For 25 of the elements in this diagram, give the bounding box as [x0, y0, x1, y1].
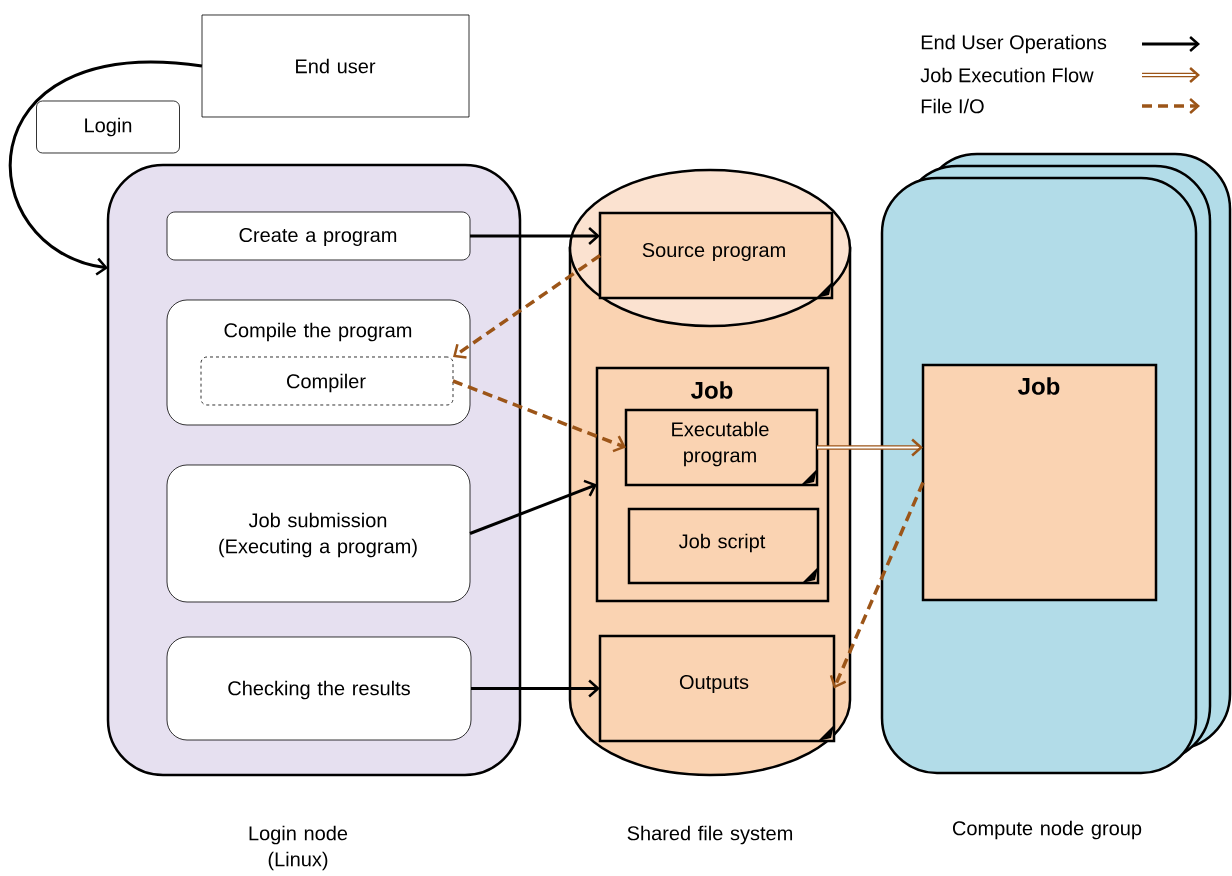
legend-text: Job Execution Flow: [920, 67, 1094, 83]
step-box: Checking the results: [166, 636, 472, 741]
edge-label: Login: [36, 100, 180, 154]
document-box: Job script: [627, 507, 820, 585]
node-label: Shared file system: [627, 825, 793, 845]
arrow: [471, 679, 600, 698]
document-box: Outputs: [598, 634, 836, 743]
job-box: Job: [921, 363, 1158, 602]
arrow: [829, 481, 925, 689]
arrow: [470, 227, 600, 245]
document-box: Executable program: [624, 408, 819, 487]
step-box: Create a program: [166, 211, 471, 261]
legend-text: End User Operations: [921, 34, 1107, 54]
arrow: [469, 479, 597, 535]
arrow: [9, 60, 203, 276]
arrow: [816, 438, 923, 457]
user-box: End user: [201, 14, 470, 118]
arrow: [453, 254, 601, 359]
step-box: Job submission (Executing a program): [166, 464, 471, 603]
legend-text: File I/O: [921, 98, 984, 114]
arrow: [452, 379, 626, 453]
node-label: Login node (Linux): [249, 825, 348, 871]
node-label: Compute node group: [952, 820, 1142, 840]
tool-box: Compiler: [200, 356, 454, 406]
document-box: Source program: [598, 211, 834, 300]
